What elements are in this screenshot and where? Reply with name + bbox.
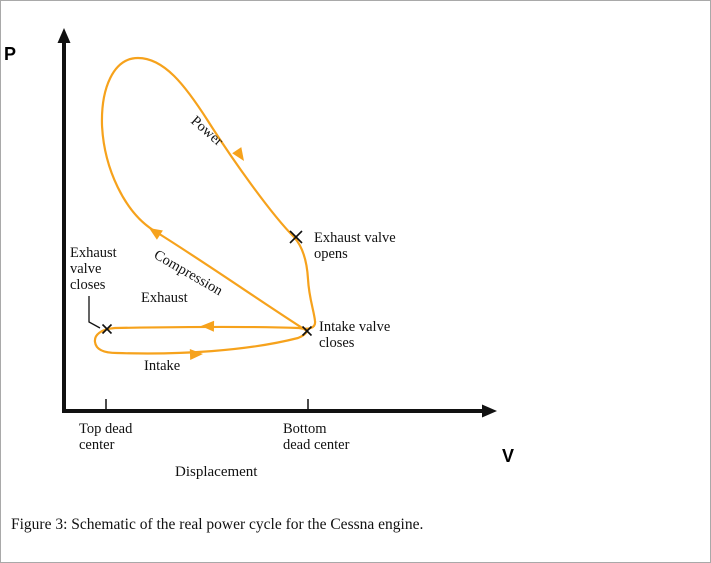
tick-label-line: dead center (283, 437, 350, 453)
x-axis-label: V (502, 446, 515, 466)
compression-arrowhead (149, 228, 163, 240)
annotation-line: opens (314, 246, 348, 262)
exhaust-stroke-label: Exhaust (141, 290, 188, 306)
intake-stroke-label: Intake (144, 358, 181, 374)
figure-caption: Figure 3: Schematic of the real power cy… (11, 516, 424, 533)
annotation-line: Intake valve (319, 319, 391, 335)
x-axis-title: Displacement (175, 464, 258, 480)
intake-arrowhead (189, 348, 203, 360)
power-arrowhead (232, 147, 244, 161)
y-axis-arrowhead (57, 28, 71, 43)
exhaust-arrowhead (201, 320, 215, 332)
exhaust-valve-closes-marker (101, 323, 113, 335)
evc-connector-line (88, 296, 101, 329)
annotation-line: Exhaust (70, 245, 117, 261)
bottom-dead-center-tick-label: Bottom dead center (283, 421, 349, 453)
annotation-line: closes (70, 277, 106, 293)
annotation-line: closes (319, 335, 355, 351)
annotation-line: valve (70, 261, 102, 277)
tick-label-line: Bottom (283, 421, 327, 437)
exhaust-valve-opens-annotation: Exhaust valve opens (314, 230, 396, 262)
annotation-line: Exhaust valve (314, 230, 396, 246)
exhaust-valve-opens-marker (289, 230, 303, 244)
cycle-curve (93, 56, 317, 355)
y-axis-label: P (4, 44, 17, 64)
x-axis-arrowhead (482, 404, 497, 418)
exhaust-valve-closes-annotation: Exhaust valve closes (70, 245, 117, 293)
intake-valve-closes-annotation: Intake valve closes (319, 319, 390, 351)
tick-label-line: Top dead (79, 421, 133, 437)
tick-label-line: center (79, 437, 115, 453)
intake-valve-closes-marker (301, 325, 313, 337)
top-dead-center-tick-label: Top dead center (79, 421, 132, 453)
